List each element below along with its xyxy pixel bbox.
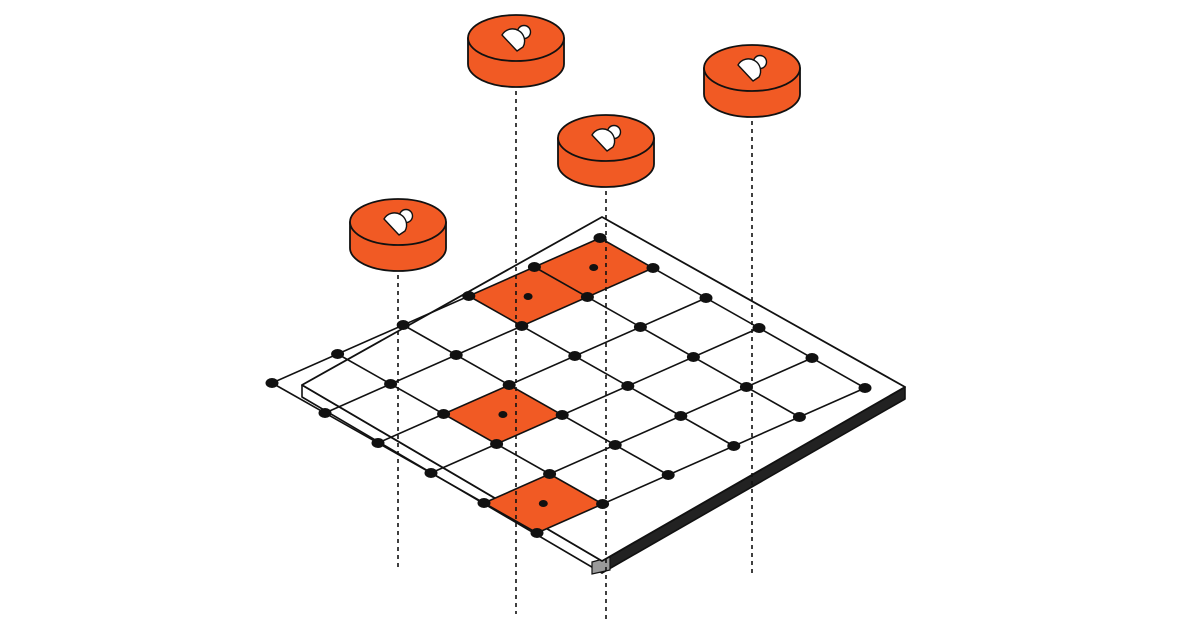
grid-line: [483, 357, 813, 504]
grid-dot: [596, 499, 610, 509]
user-icon: [591, 124, 622, 152]
user-icon-body: [501, 28, 526, 52]
grid-dot: [555, 410, 569, 420]
player-token: [703, 44, 801, 118]
grid-dot: [580, 292, 594, 302]
grid-dot: [674, 411, 688, 421]
grid-line: [599, 237, 866, 389]
grid-dot: [608, 440, 622, 450]
cell-center-dot: [498, 411, 508, 418]
user-icon: [737, 54, 768, 82]
grid-line: [536, 387, 866, 534]
grid-dot: [318, 408, 332, 418]
cell-center-dot: [589, 264, 599, 271]
grid-dot: [331, 349, 345, 359]
grid-dot: [424, 468, 438, 478]
grid-dot: [593, 233, 607, 243]
grid-dot: [792, 412, 806, 422]
grid-dot: [858, 383, 872, 393]
grid-line: [468, 295, 735, 447]
player-token: [557, 114, 655, 188]
grid-line: [534, 266, 800, 418]
grid-dot: [568, 351, 582, 361]
user-icon-body: [737, 58, 762, 82]
user-icon-body: [591, 128, 616, 152]
grid-dot: [384, 379, 398, 389]
grid-dot: [449, 350, 463, 360]
user-icon: [383, 208, 414, 236]
drop-guide-lines: [397, 91, 753, 622]
grid-dot: [686, 352, 700, 362]
grid-dot: [727, 441, 741, 451]
grid-dot: [646, 263, 660, 273]
grid-dot: [462, 291, 476, 301]
grid-dot: [543, 469, 557, 479]
grid-dot: [527, 262, 541, 272]
grid-line: [271, 382, 538, 534]
grid-dot: [805, 353, 819, 363]
grid-line: [337, 353, 603, 505]
grid-dot: [633, 322, 647, 332]
game-board: [265, 216, 906, 575]
cell-center-dot: [538, 500, 548, 507]
grid-dot: [752, 323, 766, 333]
grid-dot: [490, 439, 504, 449]
grid-line: [271, 237, 601, 384]
grid-dot: [621, 381, 635, 391]
grid-dot: [661, 470, 675, 480]
grid-dot: [437, 409, 451, 419]
player-token: [467, 14, 565, 88]
grid-line: [402, 324, 669, 476]
grid-line: [377, 297, 707, 444]
grid-dot: [371, 438, 385, 448]
grid-dot: [265, 378, 279, 388]
grid-line: [430, 327, 760, 474]
grid-dot: [502, 380, 516, 390]
grid-dot: [699, 293, 713, 303]
player-token: [349, 198, 447, 272]
grid-dot: [530, 528, 544, 538]
player-tokens: [349, 14, 801, 272]
grid-line: [324, 267, 654, 414]
grid-dot: [739, 382, 753, 392]
user-icon: [501, 24, 532, 52]
user-icon-body: [383, 212, 408, 236]
grid-dot: [477, 498, 491, 508]
grid-dot: [515, 321, 529, 331]
cell-center-dot: [523, 293, 533, 300]
grid-dot: [396, 320, 410, 330]
